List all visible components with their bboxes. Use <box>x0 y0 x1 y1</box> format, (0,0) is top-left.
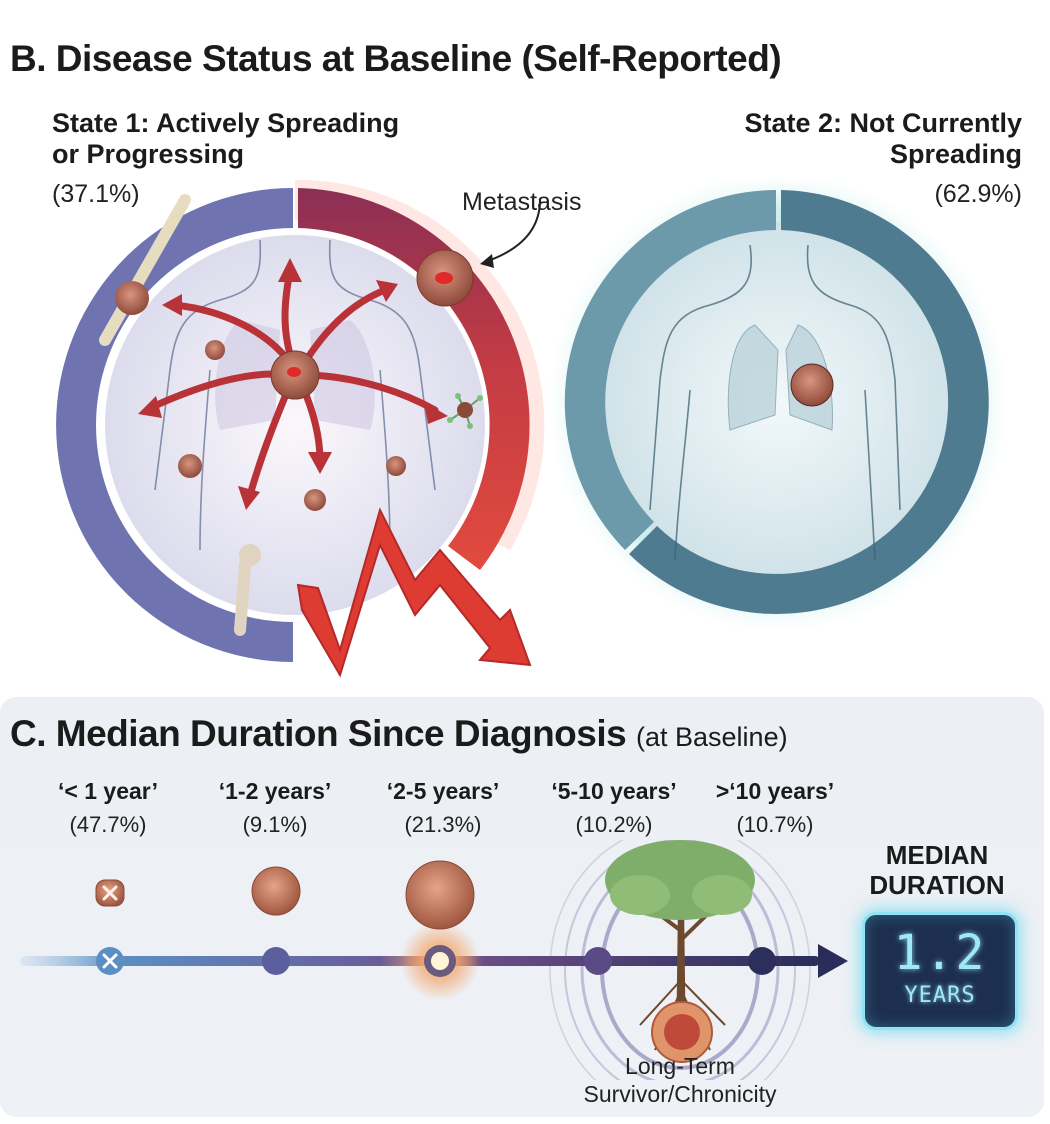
metastasis-pointer-head <box>480 254 494 268</box>
state1-ring-illustration <box>56 179 545 678</box>
state2-ring-illustration <box>550 180 1013 630</box>
state2-title-line2: Spreading <box>889 139 1022 169</box>
panel-b-title: B. Disease Status at Baseline (Self-Repo… <box>10 38 782 79</box>
category-percent: (21.3%) <box>404 812 482 837</box>
category-percent: (9.1%) <box>242 812 308 837</box>
state1-title: State 1: Actively Spreading or Progressi… <box>52 108 399 170</box>
panel-c-background <box>0 697 1044 1117</box>
arrow-heads <box>138 258 448 510</box>
state2-title: State 2: Not Currently Spreading <box>744 108 1022 170</box>
timeline-marker-4 <box>584 947 612 975</box>
panel-c-title: C. Median Duration Since Diagnosis (at B… <box>10 713 788 755</box>
ring-segment-left <box>56 188 293 662</box>
long-term-survivor-caption: Long-Term Survivor/Chronicity <box>530 1052 830 1108</box>
timeline-arrowhead <box>818 944 848 978</box>
femur-icon <box>234 544 261 636</box>
state2-percent: (62.9%) <box>934 180 1022 208</box>
tumor-icon-large <box>405 860 475 930</box>
median-duration-value: 1.2 <box>893 925 987 981</box>
tumor-core <box>287 367 301 377</box>
metastasis-dot <box>178 454 202 478</box>
inner-disk <box>598 222 958 582</box>
red-glow <box>295 179 545 550</box>
category-label: >‘10 years’ <box>715 778 835 804</box>
bone-icon <box>99 194 191 346</box>
localized-tumor <box>790 363 834 407</box>
category-label: ‘5-10 years’ <box>551 778 677 804</box>
timeline-marker-5 <box>748 947 776 975</box>
molecule-icon <box>447 393 483 429</box>
state1-percent: (37.1%) <box>52 180 140 208</box>
median-label-line2: DURATION <box>869 870 1005 900</box>
median-duration-label: MEDIAN DURATION <box>860 840 1014 900</box>
metastasis-dot <box>386 456 406 476</box>
metastasis-pointer-arrow <box>484 199 541 263</box>
ring-segment-light <box>564 190 776 550</box>
category-label: ‘< 1 year’ <box>58 778 158 804</box>
metastasis-dot <box>304 489 326 511</box>
category-percent: (10.7%) <box>736 812 814 837</box>
state2-title-line1: State 2: Not Currently <box>744 108 1022 138</box>
category-label: ‘2-5 years’ <box>386 778 500 804</box>
category-percent: (10.2%) <box>575 812 653 837</box>
timeline-marker-1 <box>96 947 124 975</box>
state1-title-line2: or Progressing <box>52 139 245 169</box>
tumor-icon-medium <box>251 866 301 916</box>
caption-line2: Survivor/Chronicity <box>583 1081 777 1107</box>
timeline-marker-3 <box>424 945 456 977</box>
category-label: ‘1-2 years’ <box>218 778 332 804</box>
torso-outline <box>649 244 901 561</box>
metastasis-dot <box>205 340 225 360</box>
tumor-icon-small <box>95 879 125 907</box>
median-label-line1: MEDIAN <box>885 840 989 870</box>
category-percent: (47.7%) <box>69 812 147 837</box>
ring-segment-dark <box>629 190 989 614</box>
timeline-marker-2 <box>262 947 290 975</box>
caption-line1: Long-Term <box>625 1053 735 1079</box>
large-metastasis-core <box>435 272 453 284</box>
panel-c-title-bold: C. Median Duration Since Diagnosis <box>10 713 627 754</box>
panel-c-title-light: (at Baseline) <box>636 722 788 752</box>
decline-zigzag-arrow <box>296 507 532 678</box>
median-duration-display: 1.2 YEARS <box>862 912 1018 1030</box>
tree-icon <box>605 840 755 1063</box>
duration-timeline <box>20 840 848 1080</box>
state1-title-line1: State 1: Actively Spreading <box>52 108 400 138</box>
median-duration-unit: YEARS <box>904 983 976 1008</box>
metastasis-label: Metastasis <box>462 188 582 216</box>
